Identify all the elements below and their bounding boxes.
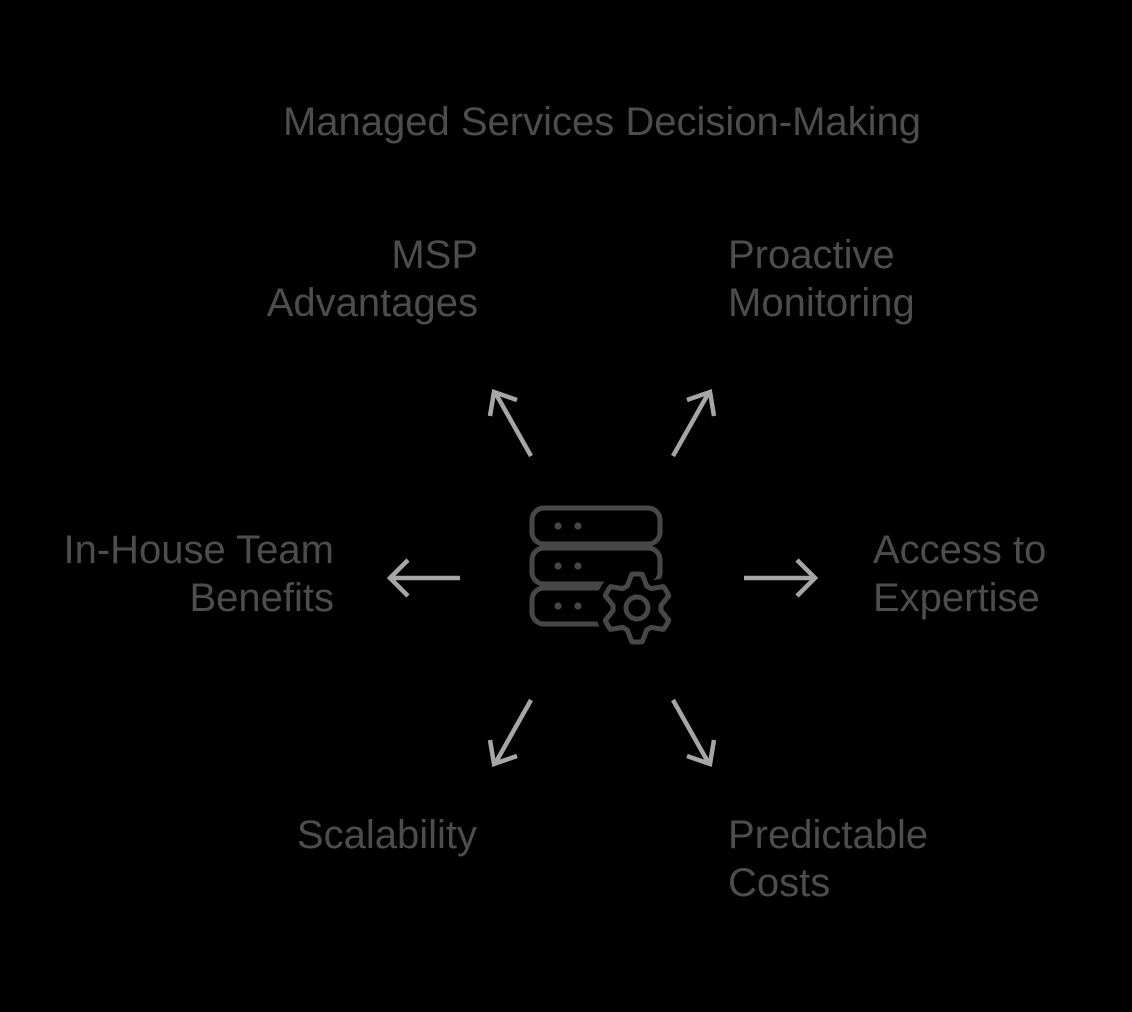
arrow-right-icon	[744, 558, 819, 598]
node-label-proactive-monitoring: Proactive Monitoring	[728, 233, 915, 325]
node-label-in-house-team-benefits: In-House Team Benefits	[63, 528, 334, 620]
arrow-bottom-right-icon	[671, 698, 717, 768]
diagram-title: Managed Services Decision-Making	[282, 100, 922, 144]
node-label-predictable-costs: Predictable Costs	[728, 813, 929, 905]
server-cog-icon	[529, 505, 677, 651]
arrow-top-right-icon	[671, 388, 717, 458]
node-label-access-to-expertise: Access to Expertise	[873, 528, 1047, 620]
arrow-top-left-icon	[487, 388, 533, 458]
node-label-scalability: Scalability	[296, 813, 477, 857]
arrow-bottom-left-icon	[487, 698, 533, 768]
node-label-msp-advantages: MSP Advantages	[266, 233, 478, 325]
arrow-left-icon	[386, 558, 460, 598]
